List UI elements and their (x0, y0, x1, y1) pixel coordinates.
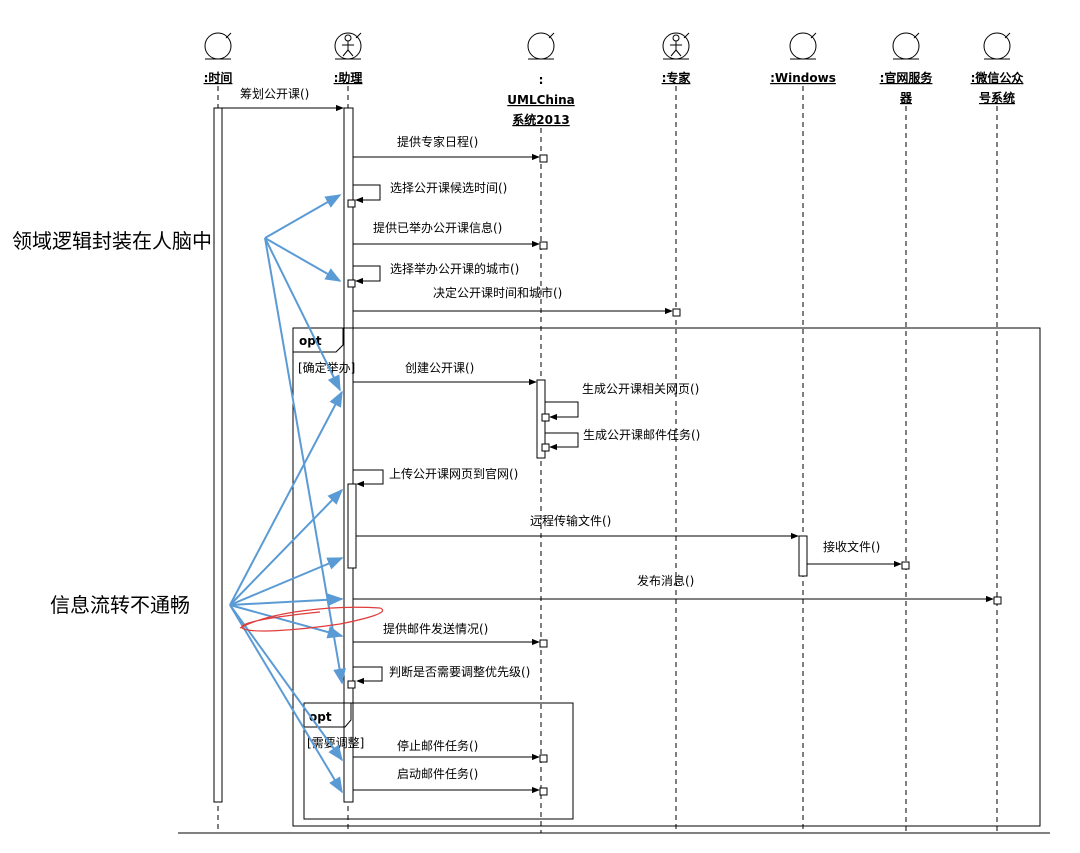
message-label: 提供已举办公开课信息() (373, 220, 502, 235)
message-label: 生成公开课邮件任务() (583, 427, 700, 442)
message-label: 提供专家日程() (397, 134, 478, 149)
message-label: 判断是否需要调整优先级() (389, 664, 530, 679)
message-label: 上传公开课网页到官网() (389, 466, 518, 481)
lifeline-label: :时间 (204, 70, 233, 85)
receive-box (541, 443, 550, 452)
message-decide-time-city: 决定公开课时间和城市() (353, 285, 673, 315)
message-stop-mail-task: 停止邮件任务() (353, 738, 540, 761)
message-self-generate-mail-task: 生成公开课邮件任务() (545, 427, 700, 451)
message-self-judge-priority: 判断是否需要调整优先级() (353, 664, 530, 685)
lifeline-label: : (539, 73, 544, 87)
message-label: 创建公开课() (405, 361, 474, 375)
receive-box (541, 413, 550, 422)
message-held-course-info: 提供已举办公开课信息() (353, 220, 540, 248)
receive-box (901, 561, 910, 570)
receive-box (539, 754, 548, 763)
receive-box (993, 596, 1002, 605)
message-label: 启动邮件任务() (397, 766, 478, 781)
lifeline-label-line2: 器 (899, 91, 913, 105)
message-label: 选择公开课候选时间() (390, 181, 507, 195)
annotation-arrows-domain-logic (264, 194, 346, 685)
receive-box (539, 639, 548, 648)
lifeline-label: :Windows (770, 71, 836, 85)
fragment-operator: opt (309, 710, 332, 724)
message-self-select-city: 选择举办公开课的城市() (353, 261, 519, 285)
message-self-upload-pages: 上传公开课网页到官网() (353, 466, 518, 488)
red-scribble (239, 606, 383, 632)
message-create-course: 创建公开课() (353, 361, 537, 386)
receive-box (347, 199, 356, 208)
message-label: 停止邮件任务() (397, 738, 478, 753)
fragment-operator: opt (299, 334, 322, 348)
message-label: 提供邮件发送情况() (383, 621, 488, 636)
lifeline-label: :专家 (662, 70, 692, 85)
receive-box (347, 279, 356, 288)
message-label: 选择举办公开课的城市() (390, 261, 519, 276)
lifeline-label-line1: :官网服务 (880, 70, 934, 85)
message-label: 生成公开课相关网页() (582, 382, 699, 396)
message-plan-course: 筹划公开课() (222, 87, 344, 112)
lifeline-label-line1: UMLChina (507, 93, 574, 107)
lifeline-label-line2: 号系统 (979, 90, 1015, 105)
lifeline-wechat: :微信公众 号系统 (971, 32, 1025, 833)
opt-fragment-confirm: opt [确定举办] (292, 327, 1041, 827)
receive-box (539, 241, 548, 250)
message-self-candidate-time: 选择公开课候选时间() (353, 181, 507, 204)
lifeline-label: :助理 (334, 70, 363, 85)
lifeline-label-line1: :微信公众 (971, 70, 1025, 85)
message-label: 接收文件() (823, 539, 880, 554)
message-mail-status: 提供邮件发送情况() (353, 621, 540, 646)
lifeline-label-line2: 系统2013 (512, 112, 569, 127)
message-label: 远程传输文件() (530, 513, 611, 528)
fragment-guard: [需要调整] (307, 735, 364, 750)
annotation-arrows-info-flow (229, 390, 344, 794)
message-label: 决定公开课时间和城市() (433, 285, 562, 300)
lifeline-windows: :Windows (770, 32, 836, 833)
message-expert-schedule: 提供专家日程() (353, 134, 540, 161)
message-self-generate-pages: 生成公开课相关网页() (545, 382, 699, 421)
activation-bar-assistant (343, 107, 354, 803)
message-remote-transfer: 远程传输文件() (356, 513, 799, 540)
activation-bar-time (213, 107, 223, 803)
annotation-domain-logic: 领域逻辑封装在人脑中 (12, 229, 212, 253)
activation-bar-assistant-nested (347, 483, 357, 569)
message-start-mail-task: 启动邮件任务() (353, 766, 540, 794)
lifeline-webserver: :官网服务 器 (880, 32, 934, 833)
activation-bar-windows (798, 535, 808, 577)
receive-box (347, 680, 356, 689)
opt-fragment-adjust: opt [需要调整] (303, 702, 574, 820)
annotation-info-flow: 信息流转不通畅 (50, 593, 190, 617)
receive-box (672, 308, 681, 317)
receive-box (539, 154, 548, 163)
message-label: 筹划公开课() (240, 87, 309, 101)
fragment-guard: [确定举办] (298, 360, 355, 375)
message-label: 发布消息() (637, 573, 694, 588)
lifeline-expert: :专家 (662, 32, 692, 833)
message-publish: 发布消息() (353, 573, 994, 603)
message-receive-file: 接收文件() (807, 539, 902, 568)
receive-box (539, 787, 548, 796)
